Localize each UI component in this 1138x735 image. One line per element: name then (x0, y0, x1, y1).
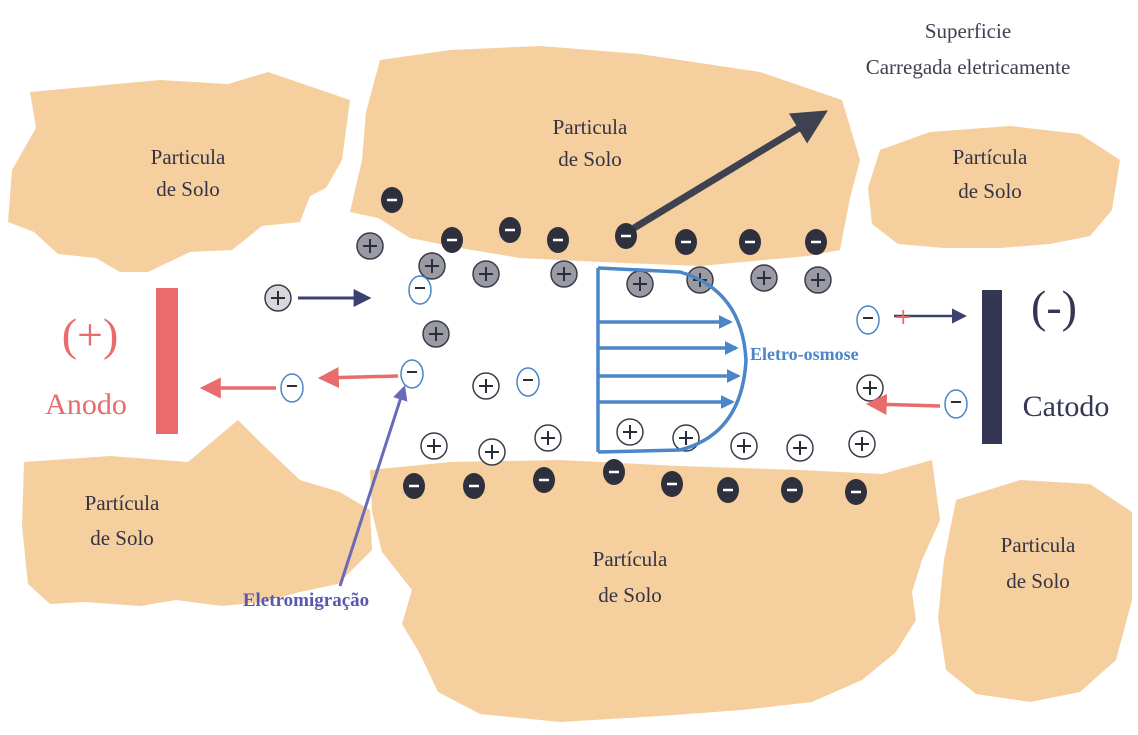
particle-label-top-right: Partícula (953, 145, 1028, 169)
positive-ion (848, 430, 876, 458)
positive-ion (534, 424, 562, 452)
negative-surface-charge (781, 477, 803, 503)
electroosmosis-flow (596, 266, 748, 454)
particle-label-top-center: Particula (553, 115, 628, 139)
anode-label: Anodo (45, 388, 127, 421)
particle-label-bottom-left-2: de Solo (90, 526, 154, 550)
negative-surface-charge (661, 471, 683, 497)
particle-label-top-left-2: de Solo (156, 177, 220, 201)
cathode-electrode (982, 290, 1002, 444)
positive-ion (420, 432, 448, 460)
negative-surface-charge (845, 479, 867, 505)
soil-particle-top-left (8, 72, 350, 272)
negative-surface-charge (603, 459, 625, 485)
surface-label-line2: Carregada eletricamente (866, 55, 1071, 79)
cathode-label: Catodo (1023, 390, 1110, 423)
negative-surface-charge (533, 467, 555, 493)
particle-label-bottom-right: Particula (1001, 533, 1076, 557)
positive-ion (472, 372, 500, 400)
negative-ion (516, 367, 540, 397)
soil-particle-top-right (868, 126, 1120, 248)
negative-surface-charge (403, 473, 425, 499)
negative-surface-charge (381, 187, 403, 213)
surface-negative-charges (381, 187, 867, 505)
negative-surface-charge (675, 229, 697, 255)
soil-particle-bottom-center (370, 460, 940, 722)
positive-ion (550, 260, 578, 288)
anion-arrow-to-anode-2 (317, 367, 399, 389)
particle-label-top-center-2: de Solo (558, 147, 622, 171)
anode-sign: (+) (62, 309, 119, 360)
negative-surface-charge (615, 223, 637, 249)
particle-label-bottom-center: Partícula (593, 547, 668, 571)
electromigration-arrow (338, 385, 408, 587)
particle-label-top-left: Particula (151, 145, 226, 169)
electroosmosis-label: Eletro-osmose (750, 344, 859, 364)
positive-ion (472, 260, 500, 288)
negative-ion (280, 373, 304, 403)
negative-surface-charge (547, 227, 569, 253)
surface-arrow (632, 110, 828, 231)
plus-sign-red: + (894, 305, 912, 330)
soil-particle-top-center (350, 46, 860, 266)
positive-ion (616, 418, 644, 446)
soil-particles (8, 46, 1132, 722)
negative-surface-charge (463, 473, 485, 499)
positive-ion (750, 264, 778, 292)
positive-ion (478, 438, 506, 466)
anode-electrode (156, 288, 178, 434)
particle-label-bottom-left: Partícula (85, 491, 160, 515)
positive-ion (422, 320, 450, 348)
counter-ions-positive (264, 232, 884, 466)
positive-ion (264, 284, 292, 312)
positive-ion (356, 232, 384, 260)
free-anions (280, 275, 968, 419)
anion-arrow-from-cathode (865, 393, 941, 415)
negative-surface-charge (441, 227, 463, 253)
negative-ion (408, 275, 432, 305)
negative-surface-charge (805, 229, 827, 255)
cathode-sign: (-) (1031, 281, 1077, 332)
negative-ion (856, 305, 880, 335)
negative-surface-charge (717, 477, 739, 503)
soil-particle-bottom-left (22, 420, 372, 606)
negative-surface-charge (739, 229, 761, 255)
positive-ion (626, 270, 654, 298)
flow-profile-outline (596, 266, 748, 454)
electromigration-label: Eletromigração (243, 590, 369, 611)
negative-surface-charge (499, 217, 521, 243)
positive-ion (786, 434, 814, 462)
negative-ion (400, 359, 424, 389)
surface-label-line1: Superficie (925, 19, 1011, 43)
soil-particle-bottom-right (938, 480, 1132, 702)
positive-ion (730, 432, 758, 460)
particle-label-top-right-2: de Solo (958, 179, 1022, 203)
negative-ion (944, 389, 968, 419)
particle-label-bottom-right-2: de Solo (1006, 569, 1070, 593)
positive-ion (856, 374, 884, 402)
positive-ion (418, 252, 446, 280)
positive-ion (804, 266, 832, 294)
particle-label-bottom-center-2: de Solo (598, 583, 662, 607)
